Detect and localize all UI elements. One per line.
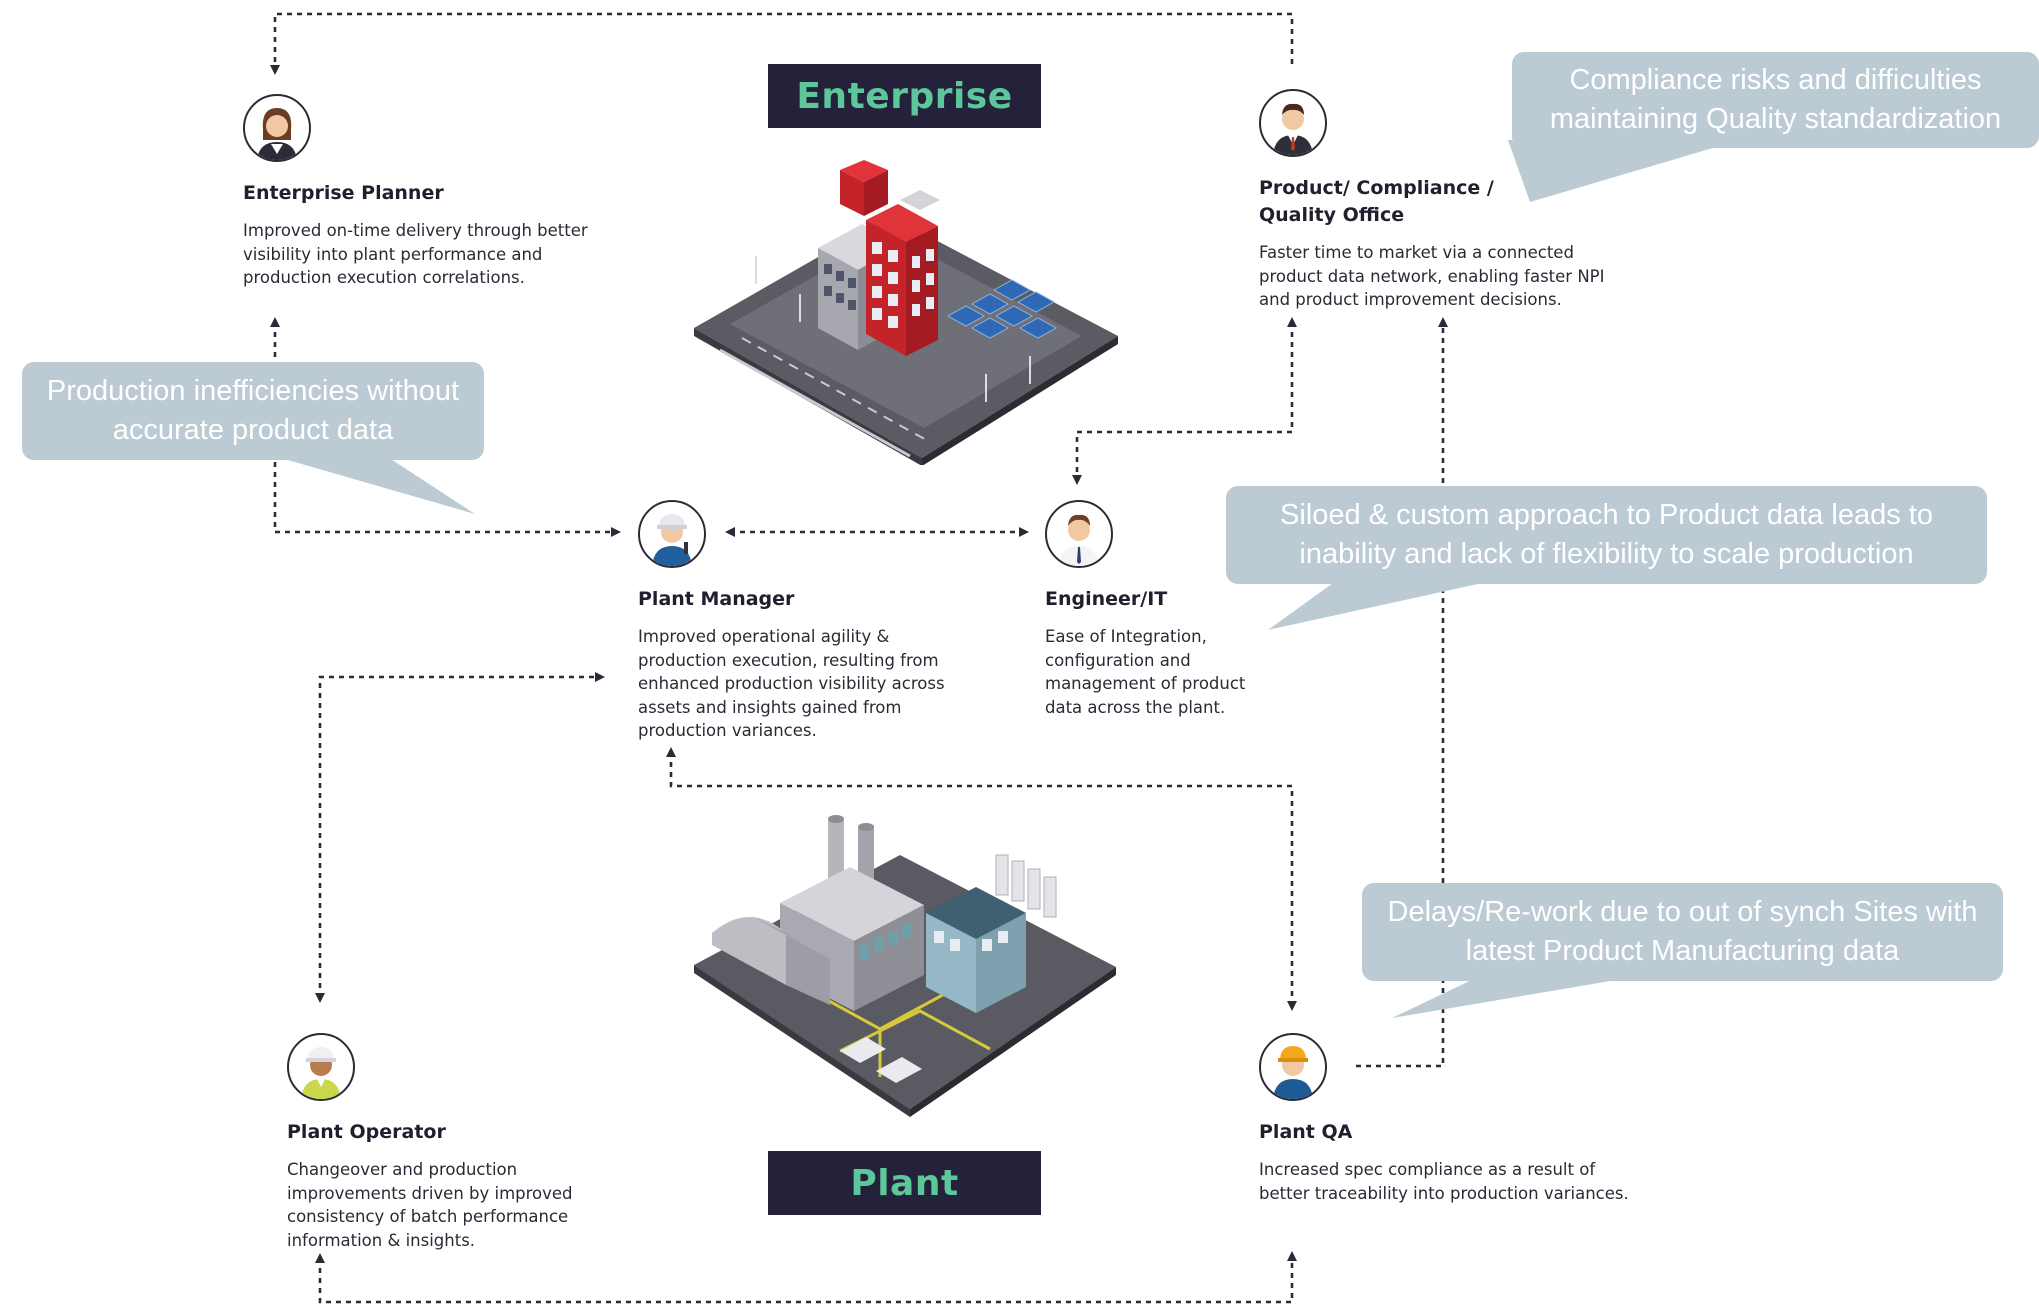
enterprise-planner-card: Enterprise Planner Improved on-time deli… [243, 94, 603, 290]
siloed-callout: Siloed & custom approach to Product data… [1226, 486, 1987, 584]
persona-description: Improved operational agility & productio… [638, 627, 945, 740]
compliance-office-card: Product/ Compliance / Quality Office Fas… [1259, 89, 1639, 312]
office-building-illustration [694, 160, 1118, 465]
persona-title: Product/ Compliance / Quality Office [1259, 177, 1494, 226]
persona-description: Ease of Integration, configuration and m… [1045, 627, 1246, 717]
connector-bottom-loop [315, 1251, 1297, 1304]
persona-title: Enterprise Planner [243, 182, 444, 204]
plant-operator-card: Plant Operator Changeover and production… [287, 1033, 617, 1252]
plant-manager-card: Plant Manager Improved operational agili… [638, 500, 983, 743]
persona-description: Improved on-time delivery through better… [243, 221, 588, 287]
plant-qa-card: Plant QA Increased spec compliance as a … [1259, 1033, 1639, 1205]
connector-manager-qa [666, 747, 1297, 1011]
persona-description: Increased spec compliance as a result of… [1259, 1160, 1629, 1203]
engineer-it-card: Engineer/IT Ease of Integration, configu… [1045, 500, 1280, 719]
factory-illustration [694, 815, 1116, 1117]
persona-description: Changeover and production improvements d… [287, 1160, 573, 1250]
persona-title: Plant QA [1259, 1121, 1353, 1143]
plant-manager-avatar-icon [638, 500, 706, 568]
persona-title: Engineer/IT [1045, 588, 1168, 610]
qa-hardhat-avatar-icon [1259, 1033, 1327, 1101]
compliance-callout: Compliance risks and difficulties mainta… [1512, 52, 2039, 148]
persona-description: Faster time to market via a connected pr… [1259, 243, 1605, 309]
connector-compliance-engineer [1072, 317, 1297, 485]
businesswoman-avatar-icon [243, 94, 311, 162]
connector-top-loop [270, 12, 1294, 75]
persona-title: Plant Operator [287, 1121, 446, 1143]
persona-title: Plant Manager [638, 588, 795, 610]
enterprise-banner: Enterprise [768, 64, 1041, 128]
businessman-avatar-icon [1259, 89, 1327, 157]
delays-callout: Delays/Re-work due to out of synch Sites… [1362, 883, 2003, 981]
connector-operator-manager [315, 672, 605, 1003]
engineer-avatar-icon [1045, 500, 1113, 568]
operator-avatar-icon [287, 1033, 355, 1101]
production-callout: Production inefficiencies without accura… [22, 362, 484, 460]
plant-banner: Plant [768, 1151, 1041, 1215]
